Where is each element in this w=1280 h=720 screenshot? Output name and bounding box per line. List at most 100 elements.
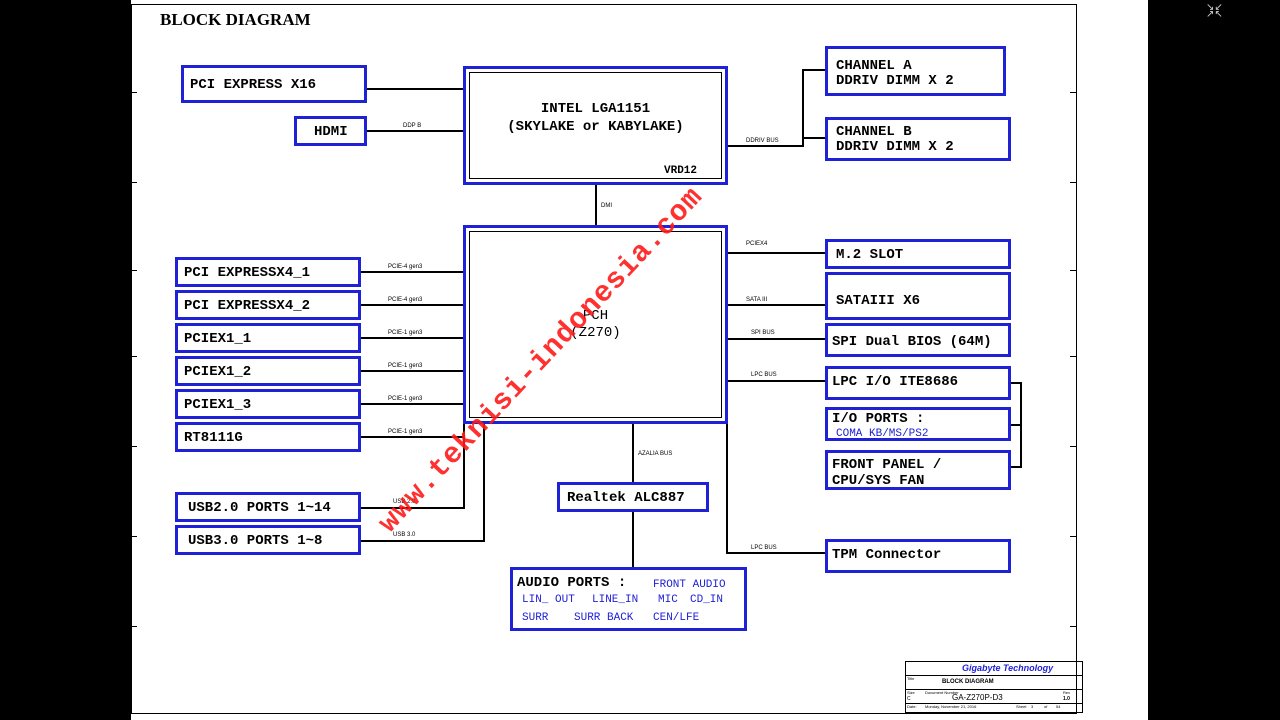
m2-link (728, 252, 825, 254)
pci-express-x16-label: PCI EXPRESS X16 (190, 77, 317, 93)
frame-tick (131, 626, 137, 627)
spi-bios-block: SPI Dual BIOS (64M) (825, 323, 1011, 357)
channel-a-name: CHANNEL A (836, 58, 912, 74)
pci-expressx4-1-bus: PCIE-4 gen3 (388, 264, 423, 270)
pch-name: PCH (582, 308, 609, 324)
rev-value: 1.0 (1063, 696, 1070, 702)
front-panel-block: FRONT PANEL / CPU/SYS FAN (825, 450, 1011, 490)
audio-ports-link (632, 512, 634, 567)
pciex1-1-link (361, 337, 463, 339)
usb2-link-v (463, 424, 465, 509)
pci-expressx4-2-link (361, 304, 463, 306)
cpu-inner-frame (469, 72, 722, 179)
frame-tick (131, 356, 137, 357)
doc-number-label: Document Number (925, 690, 959, 695)
audio-line-in: LINE_IN (592, 594, 639, 606)
frame-tick (1070, 356, 1076, 357)
cpu-family: (SKYLAKE or KABYLAKE) (507, 119, 684, 135)
usb3-link-v (483, 424, 485, 542)
cpu-block: INTEL LGA1151 (SKYLAKE or KABYLAKE) VRD1… (463, 66, 728, 185)
rev-label: Rev (1063, 690, 1071, 695)
ddr-bus-label: DDRIV BUS (746, 138, 779, 144)
doc-number: GA-Z270P-D3 (952, 693, 1003, 702)
title-block-company: Gigabyte Technology (962, 663, 1054, 673)
audio-ports-block: AUDIO PORTS : FRONT AUDIO LIN_ OUT LINE_… (510, 567, 747, 631)
ddr-bus-link (728, 145, 804, 147)
pciex1-3-link (361, 403, 463, 405)
usb2-bus: USB 2.0 (393, 499, 416, 505)
pciex1-1-label: PCIEX1_1 (184, 331, 252, 347)
rt8111g-label: RT8111G (184, 430, 243, 446)
lpc-bracket-v (1020, 382, 1022, 468)
size-label: Size (907, 690, 915, 695)
lpc-bracket-top (1011, 382, 1022, 384)
lpc-bus: LPC BUS (751, 372, 777, 378)
tpm-link-v (726, 424, 728, 554)
pci-expressx4-2-block: PCI EXPRESSX4_2 (175, 290, 361, 320)
pciex1-1-bus: PCIE-1 gen3 (388, 330, 423, 336)
channel-b-name: CHANNEL B (836, 124, 912, 140)
cpu-name: INTEL LGA1151 (540, 101, 651, 117)
pci-expressx4-1-block: PCI EXPRESSX4_1 (175, 257, 361, 287)
pciex1-1-block: PCIEX1_1 (175, 323, 361, 353)
audio-surr: SURR (522, 612, 549, 624)
title-block-title: BLOCK DIAGRAM (942, 679, 994, 685)
pci-express-x16-block: PCI EXPRESS X16 (181, 65, 367, 103)
spi-link (728, 338, 825, 340)
frame-tick (1070, 182, 1076, 183)
pci-express-x16-link (367, 88, 463, 90)
title-block: Gigabyte Technology Title BLOCK DIAGRAM … (905, 661, 1083, 713)
sheet-frame (131, 4, 1077, 714)
of-label: of (1044, 704, 1048, 709)
pch-block: PCH (Z270) (463, 225, 728, 424)
date-value: Monday, November 21, 2016 (925, 704, 977, 709)
pciex1-3-bus: PCIE-1 gen3 (388, 396, 423, 402)
channel-a-link (802, 69, 825, 71)
lpc-io-label: LPC I/O ITE8686 (832, 374, 959, 390)
dmi-label: DMI (601, 203, 612, 209)
audio-cen-lfe: CEN/LFE (653, 612, 700, 624)
azalia-link (632, 424, 634, 482)
io-ports-list: COMA KB/MS/PS2 (836, 428, 929, 440)
pch-inner-frame (469, 231, 722, 418)
pciex1-2-label: PCIEX1_2 (184, 364, 252, 380)
rt8111g-block: RT8111G (175, 422, 361, 452)
frame-tick (131, 182, 137, 183)
channel-a-dimm: DDRIV DIMM X 2 (836, 73, 954, 89)
pci-expressx4-2-label: PCI EXPRESSX4_2 (184, 298, 311, 314)
pci-expressx4-1-link (361, 271, 463, 273)
date-label: Date: (907, 704, 917, 709)
pciex1-3-block: PCIEX1_3 (175, 389, 361, 419)
pci-expressx4-2-bus: PCIE-4 gen3 (388, 297, 423, 303)
frame-tick (131, 536, 137, 537)
tpm-bus: LPC BUS (751, 545, 777, 551)
ddr-bus-trunk (802, 69, 804, 147)
usb2-ports-block: USB2.0 PORTS 1~14 (175, 492, 361, 522)
pciex1-3-label: PCIEX1_3 (184, 397, 252, 413)
audio-cd-in: CD_IN (690, 594, 724, 606)
sata-link (728, 304, 825, 306)
dmi-link (595, 185, 597, 225)
spi-bus: SPI BUS (751, 330, 775, 336)
frame-tick (131, 446, 137, 447)
front-panel-line2: CPU/SYS FAN (832, 473, 925, 489)
pciex1-2-link (361, 370, 463, 372)
fullscreen-icon[interactable]: ↘↙↗↖ (1206, 2, 1223, 20)
title-label: Title (907, 676, 915, 681)
m2-slot-block: M.2 SLOT (825, 239, 1011, 269)
usb2-link-h (361, 507, 465, 509)
sataiii-label: SATAIII X6 (836, 293, 921, 309)
usb3-ports-block: USB3.0 PORTS 1~8 (175, 525, 361, 555)
audio-surr-back: SURR BACK (574, 612, 634, 624)
m2-bus: PCIEX4 (746, 241, 768, 247)
hdmi-label: HDMI (314, 124, 348, 140)
audio-front-label: FRONT AUDIO (653, 579, 726, 591)
lpc-bracket-mid (1011, 424, 1022, 426)
schematic-sheet: BLOCK DIAGRAM INTEL LGA1151 (SKYLAKE or … (131, 0, 1148, 720)
usb3-bus: USB 3.0 (393, 532, 416, 538)
hdmi-block: HDMI (294, 116, 367, 146)
lpc-io-block: LPC I/O ITE8686 (825, 366, 1011, 400)
frame-tick (1070, 92, 1076, 93)
diagram-title: BLOCK DIAGRAM (160, 10, 311, 29)
tpm-connector-label: TPM Connector (832, 547, 942, 563)
